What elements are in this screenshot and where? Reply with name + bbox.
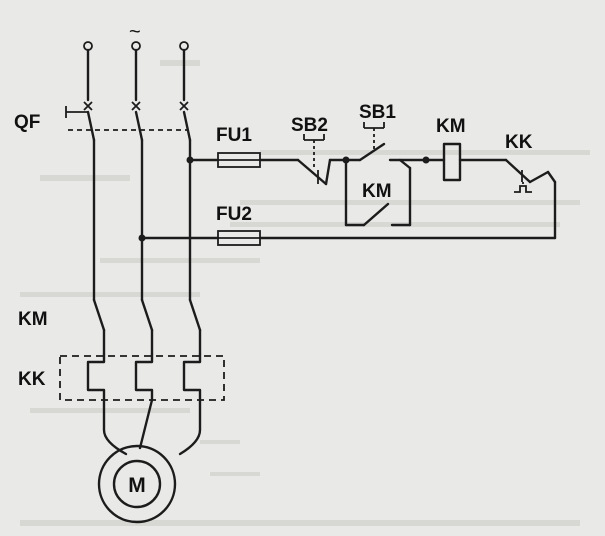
thermal-relay-kk: KK — [18, 352, 225, 402]
ac-symbol: ~ — [129, 21, 141, 43]
supply-terminals: ~ — [83, 21, 189, 51]
thermal-relay-contact-kk: KK — [504, 132, 550, 193]
fu2-label: FU2 — [216, 204, 252, 225]
motor-m: M — [97, 444, 177, 524]
kk-contact-label: KK — [505, 132, 533, 153]
kk-relay-label: KK — [18, 369, 46, 390]
contactor-coil-km: KM — [424, 116, 508, 182]
main-contactor-km: KM — [18, 298, 202, 356]
phase-lines-top — [86, 48, 186, 102]
km-coil-label: KM — [436, 116, 466, 137]
sb1-label: SB1 — [359, 102, 396, 123]
km-holding-contact: KM — [344, 158, 412, 227]
km-aux-label: KM — [362, 181, 392, 202]
phase-lines-middle — [92, 138, 192, 302]
circuit-breaker-qf: QF — [14, 101, 192, 142]
motor-label: M — [128, 474, 146, 497]
qf-label: QF — [14, 112, 40, 133]
motor-leads — [102, 398, 202, 456]
start-button-sb1: SB1 — [344, 102, 428, 162]
fu1-label: FU1 — [216, 125, 252, 146]
fuse-fu1: FU1 — [216, 125, 261, 168]
km-main-label: KM — [18, 309, 48, 330]
sb2-label: SB2 — [291, 115, 328, 136]
control-circuit: FU1 FU2 SB2 — [138, 102, 557, 246]
stop-button-sb2: SB2 — [291, 115, 332, 186]
